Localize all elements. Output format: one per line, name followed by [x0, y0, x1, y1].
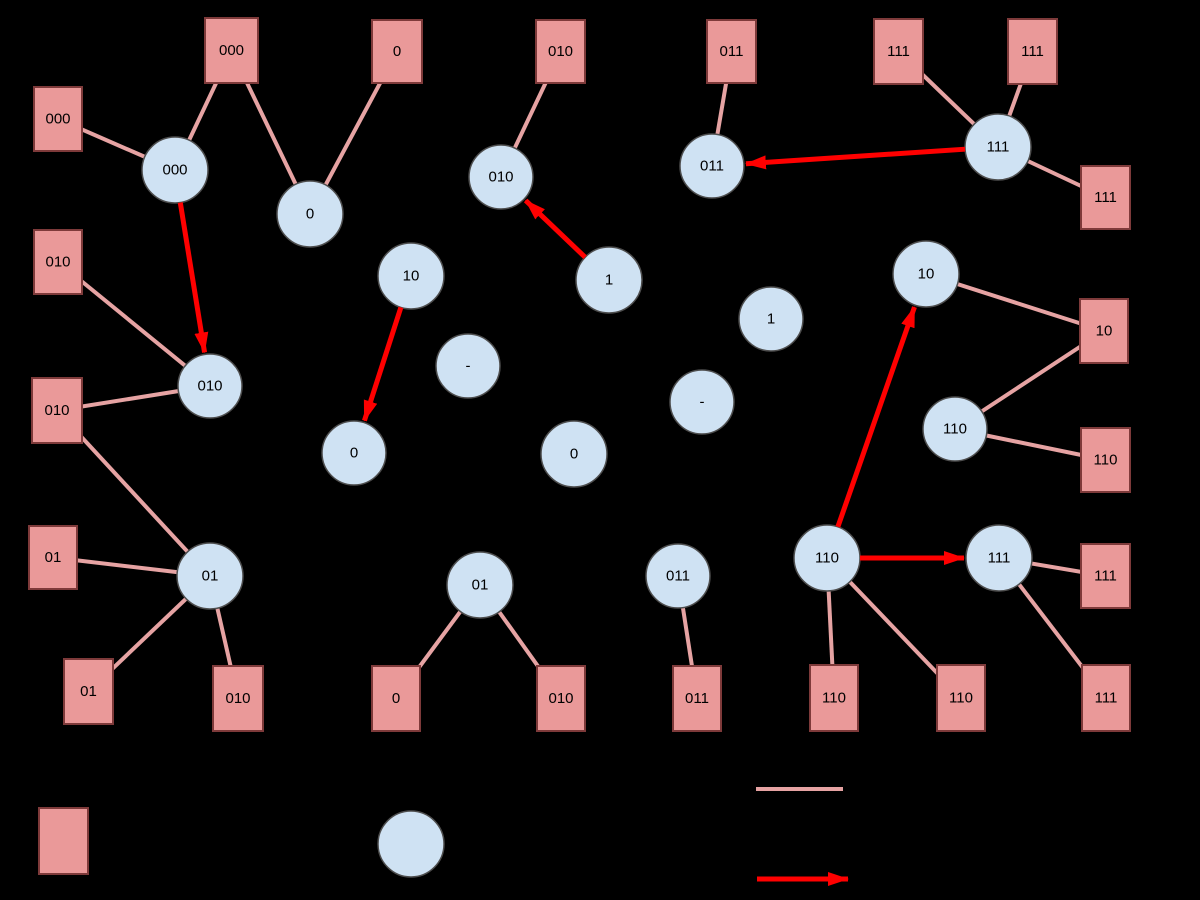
- arrow-c6-c13: [362, 306, 404, 422]
- circle-node-c4[interactable]: [679, 133, 745, 199]
- square-node-s1[interactable]: [33, 86, 83, 152]
- square-node-s15[interactable]: [63, 658, 114, 725]
- circle-node-c19[interactable]: [793, 524, 861, 592]
- square-node-s16[interactable]: [212, 665, 264, 732]
- square-node-s14[interactable]: [1080, 543, 1131, 609]
- legend-circle-swatch: [377, 810, 445, 878]
- circle-node-c9[interactable]: [435, 333, 501, 399]
- legend-square-swatch: [38, 807, 89, 875]
- circle-node-c13[interactable]: [321, 420, 387, 486]
- square-node-s18[interactable]: [536, 665, 586, 732]
- circle-node-c1[interactable]: [141, 136, 209, 204]
- square-node-s17[interactable]: [371, 665, 421, 732]
- square-node-s13[interactable]: [1080, 427, 1131, 493]
- circle-node-c10[interactable]: [738, 286, 804, 352]
- square-node-s9[interactable]: [33, 229, 83, 295]
- arrow-c5-c4: [744, 146, 966, 170]
- square-node-s11[interactable]: [28, 525, 78, 590]
- square-node-s3[interactable]: [371, 19, 423, 84]
- arrow-c19-c8: [835, 306, 917, 528]
- circle-node-c11[interactable]: [669, 369, 735, 435]
- circle-node-c15[interactable]: [922, 396, 988, 462]
- square-node-s8[interactable]: [1080, 165, 1131, 230]
- square-node-s19[interactable]: [672, 665, 722, 732]
- circle-node-c7[interactable]: [575, 246, 643, 314]
- circle-node-c6[interactable]: [377, 242, 445, 310]
- square-node-s12[interactable]: [1079, 298, 1129, 364]
- circle-node-c18[interactable]: [645, 543, 711, 609]
- circle-node-c16[interactable]: [176, 542, 244, 610]
- square-node-s2[interactable]: [204, 17, 259, 84]
- square-node-s5[interactable]: [706, 19, 757, 84]
- square-node-s22[interactable]: [1081, 664, 1131, 732]
- square-node-s7[interactable]: [1007, 18, 1058, 85]
- square-node-s21[interactable]: [936, 664, 986, 732]
- square-node-s6[interactable]: [873, 18, 924, 85]
- arrow-c1-c12: [177, 202, 209, 354]
- circle-node-c8[interactable]: [892, 240, 960, 308]
- square-node-s10[interactable]: [31, 377, 83, 444]
- circle-node-c5[interactable]: [964, 113, 1032, 181]
- circle-node-c3[interactable]: [468, 144, 534, 210]
- legend-layer: [38, 787, 849, 886]
- circle-node-c2[interactable]: [276, 180, 344, 248]
- arrow-c7-c3: [523, 198, 587, 260]
- circle-node-c14[interactable]: [540, 420, 608, 488]
- circle-node-c12[interactable]: [177, 353, 243, 419]
- square-node-s4[interactable]: [535, 19, 586, 84]
- arrows-layer: [177, 146, 966, 565]
- square-node-s20[interactable]: [809, 664, 859, 732]
- circle-node-c20[interactable]: [965, 524, 1033, 592]
- circle-node-c17[interactable]: [446, 551, 514, 619]
